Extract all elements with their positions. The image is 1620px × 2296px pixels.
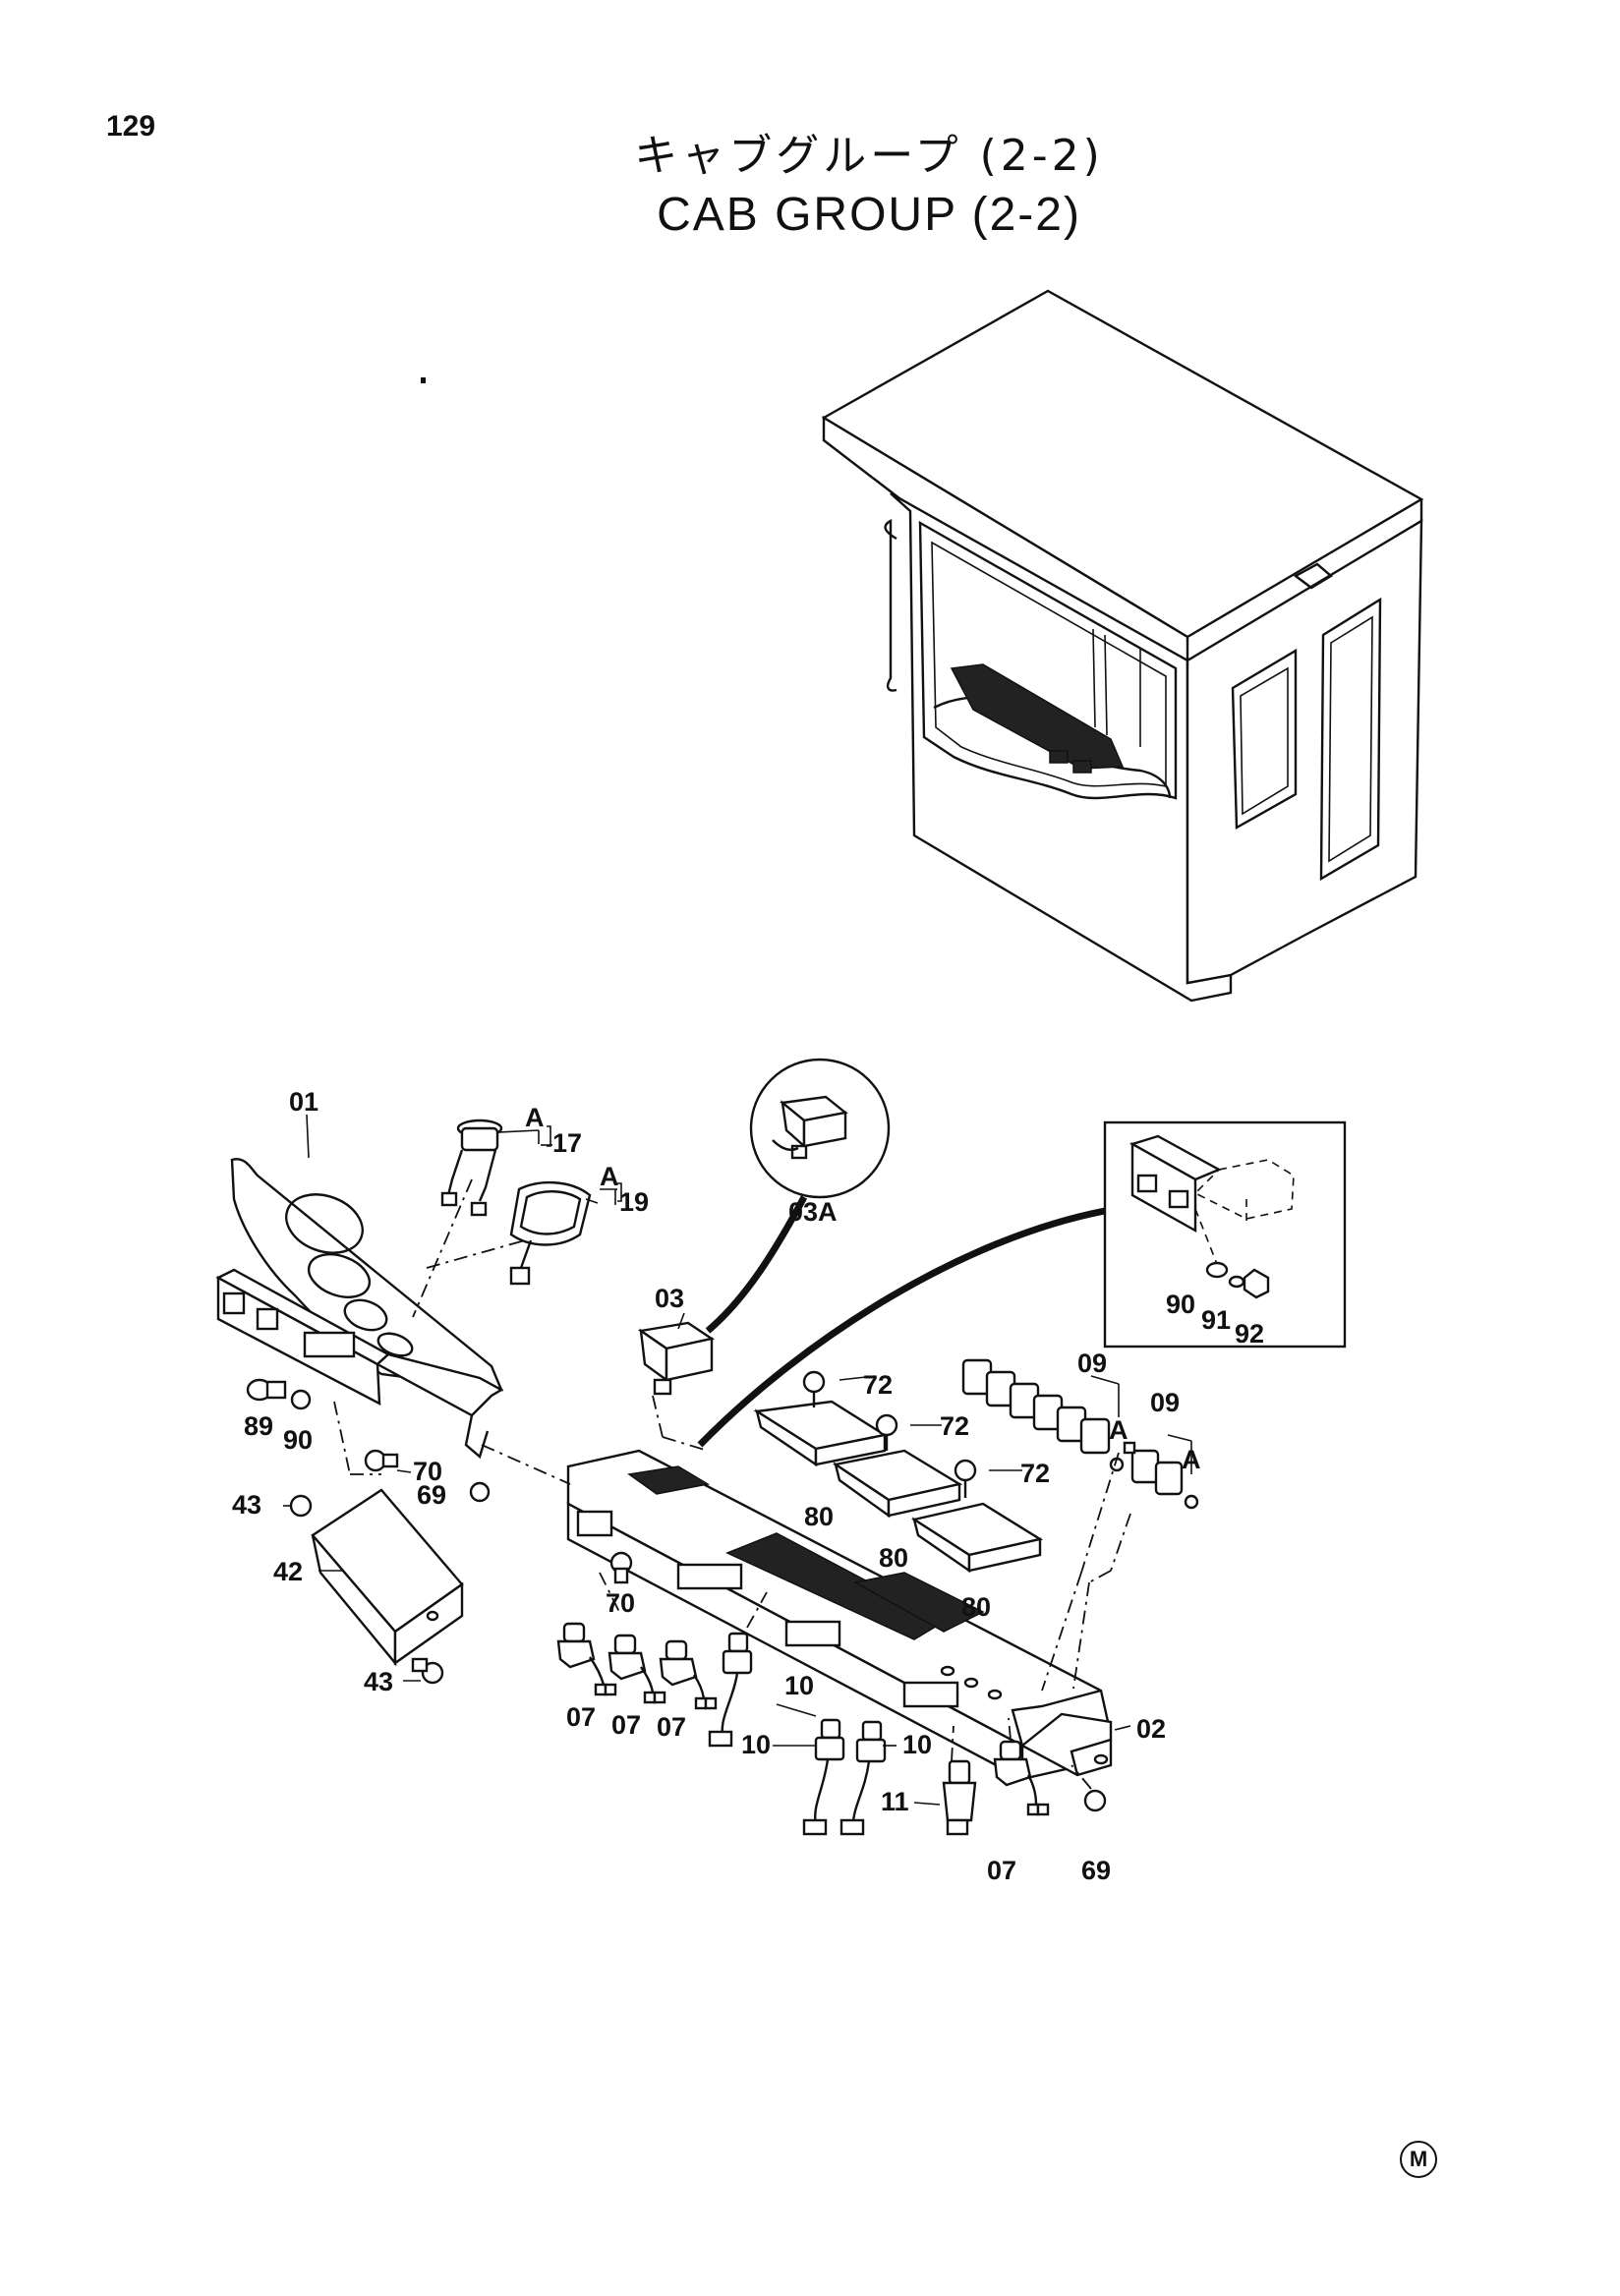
callout-labels: 01 17 19 A A 03A 03 90 91 92 09 09 A A 7… <box>232 1087 1264 1885</box>
callout-07-first: 07 <box>566 1702 596 1732</box>
cab-illustration <box>821 289 1424 1003</box>
callout-80-middle: 80 <box>879 1543 908 1573</box>
callout-69-left: 69 <box>417 1480 446 1510</box>
sensors <box>556 1622 1050 1836</box>
page-number: 129 <box>106 110 156 143</box>
maker-mark: M <box>1400 2141 1437 2178</box>
callout-01: 01 <box>289 1087 318 1117</box>
panels-80 <box>753 1400 1044 1574</box>
title-japanese: キャブグループ (2-2) <box>634 131 1104 181</box>
callout-80-left: 80 <box>804 1502 834 1531</box>
callout-70-bottom: 70 <box>606 1588 635 1618</box>
switch-bank-09 <box>961 1358 1199 1510</box>
callout-89: 89 <box>244 1411 273 1441</box>
callout-70-left: 70 <box>413 1457 442 1486</box>
callout-72-middle: 72 <box>940 1411 969 1441</box>
callout-90: 90 <box>283 1425 313 1455</box>
callout-10-upper: 10 <box>784 1671 814 1700</box>
callout-03A: 03A <box>788 1197 838 1227</box>
callout-10-right: 10 <box>902 1730 932 1759</box>
callout-90-detail: 90 <box>1166 1290 1195 1319</box>
title-english: CAB GROUP (2-2) <box>657 189 1081 241</box>
callout-72-bottom: 72 <box>1020 1459 1050 1488</box>
callout-09-left: 09 <box>1077 1349 1107 1378</box>
detail-circle-03A <box>749 1058 891 1199</box>
callout-92: 92 <box>1235 1319 1264 1349</box>
hardware <box>246 1370 1107 1812</box>
switch-03 <box>637 1321 716 1396</box>
callout-19: 19 <box>619 1187 649 1217</box>
callout-A-19: A <box>600 1162 619 1191</box>
callout-91: 91 <box>1201 1305 1231 1335</box>
callout-43-bottom: 43 <box>364 1667 393 1696</box>
leader-lines <box>283 1114 1131 1806</box>
callout-A-17: A <box>525 1103 545 1132</box>
bracket-42 <box>311 1488 464 1667</box>
callout-11: 11 <box>881 1787 909 1816</box>
left-console-panel <box>215 1158 504 1460</box>
callout-03: 03 <box>655 1284 684 1313</box>
callout-80-right: 80 <box>961 1592 991 1622</box>
callout-72-top: 72 <box>863 1370 893 1400</box>
callout-10-left: 10 <box>741 1730 771 1759</box>
title-block: キャブグループ (2-2) CAB GROUP (2-2) <box>0 128 1620 246</box>
callout-07-second: 07 <box>611 1710 641 1740</box>
callout-A-09-left: A <box>1109 1415 1128 1445</box>
callout-69-bottom: 69 <box>1081 1856 1111 1885</box>
callout-A-09-right: A <box>1182 1445 1201 1474</box>
callout-07-bottom: 07 <box>987 1856 1016 1885</box>
callout-09-right: 09 <box>1150 1388 1180 1417</box>
callout-17: 17 <box>552 1128 582 1158</box>
callout-42: 42 <box>273 1557 303 1586</box>
callout-43-top: 43 <box>232 1490 261 1520</box>
callout-07-third: 07 <box>657 1712 686 1742</box>
detail-box <box>1103 1120 1347 1349</box>
switch-17 <box>440 1119 540 1217</box>
callout-02: 02 <box>1136 1714 1166 1744</box>
main-console-beam <box>566 1449 1113 1781</box>
light-19 <box>509 1180 599 1286</box>
printing-mark <box>421 377 426 383</box>
